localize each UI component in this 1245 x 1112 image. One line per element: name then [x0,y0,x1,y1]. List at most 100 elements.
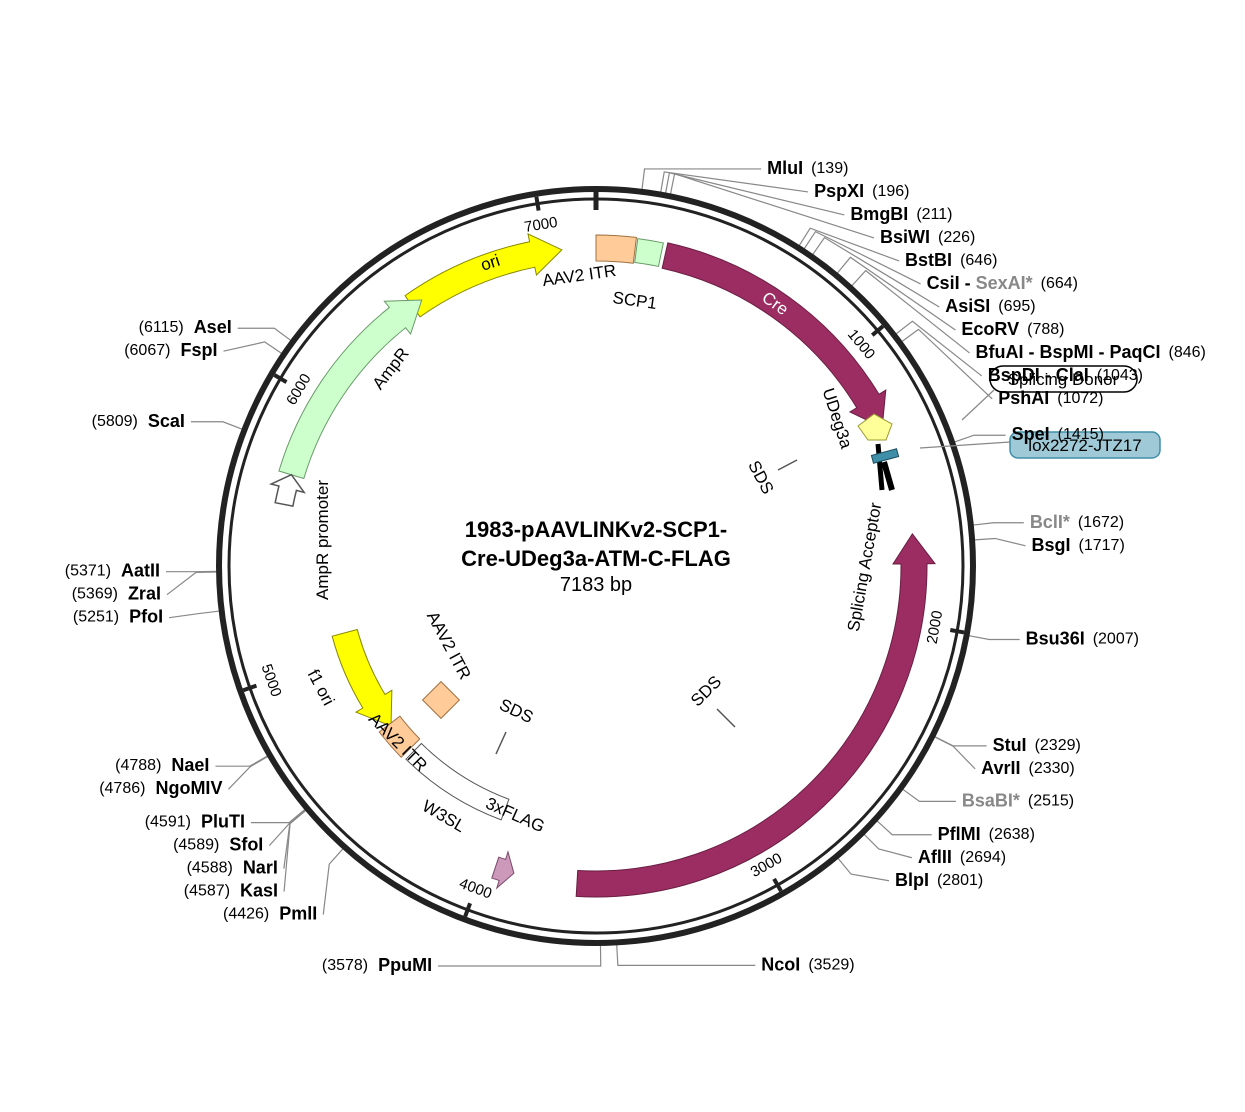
site-leader-line [973,537,1026,547]
restriction-site[interactable]: AflII(2694) [918,847,1006,867]
site-leader-line [215,754,270,767]
restriction-site[interactable]: (5369)ZraI [72,583,161,603]
site-name: Bsu36I [1026,628,1085,648]
restriction-site[interactable]: NcoI(3529) [761,954,854,974]
restriction-site[interactable]: (5371)AatII [65,560,160,580]
restriction-site[interactable]: PflMI(2638) [938,824,1035,844]
restriction-site[interactable]: (4788)NaeI [115,755,209,775]
restriction-site[interactable]: (4587)KasI [184,880,278,900]
restriction-site[interactable]: BfuAI - BspMI - PaqCI(846) [976,342,1206,362]
site-leader-line [894,320,983,377]
site-position: (4591) [145,814,191,831]
restriction-site[interactable]: (4588)NarI [187,857,278,877]
restriction-site[interactable]: PspXI(196) [814,181,909,201]
restriction-site[interactable]: BsiWI(226) [880,227,975,247]
restriction-site-label: BclI*(1672) [1030,512,1124,532]
restriction-site-label: (4588)NarI [187,857,278,877]
site-position: (2007) [1093,631,1139,648]
restriction-site[interactable]: BsaBI*(2515) [962,790,1074,810]
callout-text: Splicing Donor [1008,370,1119,389]
plasmid-name-line1: 1983-pAAVLINKv2-SCP1- [465,517,727,542]
restriction-site[interactable]: AvrII(2330) [981,758,1075,778]
feature-ampr[interactable] [278,299,423,480]
features-layer [268,233,936,898]
restriction-site[interactable]: EcoRV(788) [961,319,1064,339]
restriction-site[interactable]: (6067)FspI [124,340,217,360]
restriction-site[interactable]: (4589)SfoI [173,834,263,854]
feature-aav2-itr-2[interactable] [378,715,421,758]
feature-scp1[interactable] [634,238,664,268]
restriction-site[interactable]: BspDI - ClaI(1043) [988,365,1143,385]
callout-splicing-donor[interactable]: Splicing Donor [961,365,1138,421]
restriction-site[interactable]: (4426)PmlI [223,903,317,923]
restriction-site[interactable]: (5251)PfoI [73,606,163,626]
feature-udeg3a[interactable] [857,413,893,441]
restriction-site-label: (4591) PluTI [145,811,245,831]
site-position: (3578) [322,957,368,974]
feature-aav2-itr-1[interactable] [595,234,637,264]
site-leader-line [862,832,913,859]
site-name: PpuMI [378,955,432,975]
sds-mark-1 [777,459,798,471]
feature-ori[interactable] [404,233,563,318]
site-leader-line [953,434,1006,443]
restriction-site[interactable]: BsgI(1717) [1032,535,1125,555]
site-position: (4426) [223,906,269,923]
restriction-site-label: (4788)NaeI [115,755,209,775]
site-name: AatII [121,560,160,580]
restriction-site-label: (4587)KasI [184,880,278,900]
tick-mark [242,683,258,693]
restriction-site-label: EcoRV(788) [961,319,1064,339]
feature-label-ampr-promoter: AmpR promoter [313,480,332,600]
site-name: PluTI [201,811,245,831]
feature-aav2-itr-inner[interactable] [421,680,461,720]
restriction-site[interactable]: BclI*(1672) [1030,512,1124,532]
site-name: BlpI [895,870,929,890]
site-name: AseI [194,317,232,337]
site-leader-line [169,610,221,619]
restriction-site[interactable]: StuI(2329) [993,735,1081,755]
feature-f1-ori[interactable] [331,628,393,727]
restriction-site-label: (5369)ZraI [72,583,161,603]
site-name: NcoI [761,954,800,974]
restriction-site[interactable]: BlpI(2801) [895,870,983,890]
restriction-site[interactable]: (5809)ScaI [92,411,185,431]
plasmid-size: 7183 bp [560,574,632,596]
feature-label-3xflag: 3xFLAG [483,794,548,837]
site-name: PshAI [998,388,1049,408]
lox-site-mark [870,448,900,464]
restriction-site-label: (5809)ScaI [92,411,185,431]
site-leader-line [641,168,762,191]
label-sds-1: SDS [744,458,777,498]
site-name: BsiWI [880,227,930,247]
site-position: (4788) [115,757,161,774]
restriction-site[interactable]: PshAI (1072) [998,388,1103,408]
restriction-site[interactable]: (3578) PpuMI [322,955,432,975]
feature-3xflag[interactable] [491,849,515,890]
callout-lox2272[interactable]: lox2272-JTZ17 [919,431,1161,459]
restriction-site[interactable]: BmgBI(211) [850,204,952,224]
restriction-site[interactable]: MluI(139) [767,158,848,178]
site-position: (788) [1027,321,1064,338]
restriction-site[interactable]: (4786)NgoMIV [99,778,222,798]
feature-label-w3sl: W3SL [419,796,469,836]
feature-atm[interactable] [575,532,936,898]
restriction-site[interactable]: BstBI(646) [905,250,997,270]
restriction-site-label: PshAI (1072) [998,388,1103,408]
restriction-site[interactable]: (6115)AseI [139,317,232,337]
feature-ampr-promoter[interactable] [268,473,306,508]
callout-box [1009,431,1161,459]
restriction-site[interactable]: SpeI(1415) [1012,424,1104,444]
splicing-acceptor-mark [881,461,895,491]
restriction-site[interactable]: CsiI - SexAI*(664) [927,273,1078,293]
site-leader-line [166,571,219,596]
site-position: (1072) [1057,390,1103,407]
restriction-site[interactable]: (4591) PluTI [145,811,245,831]
feature-w3sl[interactable] [405,742,510,821]
site-position: (846) [1169,344,1206,361]
site-position: (4786) [99,780,145,797]
site-position: (5809) [92,413,138,430]
restriction-site[interactable]: AsiSI(695) [945,296,1035,316]
restriction-site[interactable]: Bsu36I (2007) [1026,628,1139,648]
